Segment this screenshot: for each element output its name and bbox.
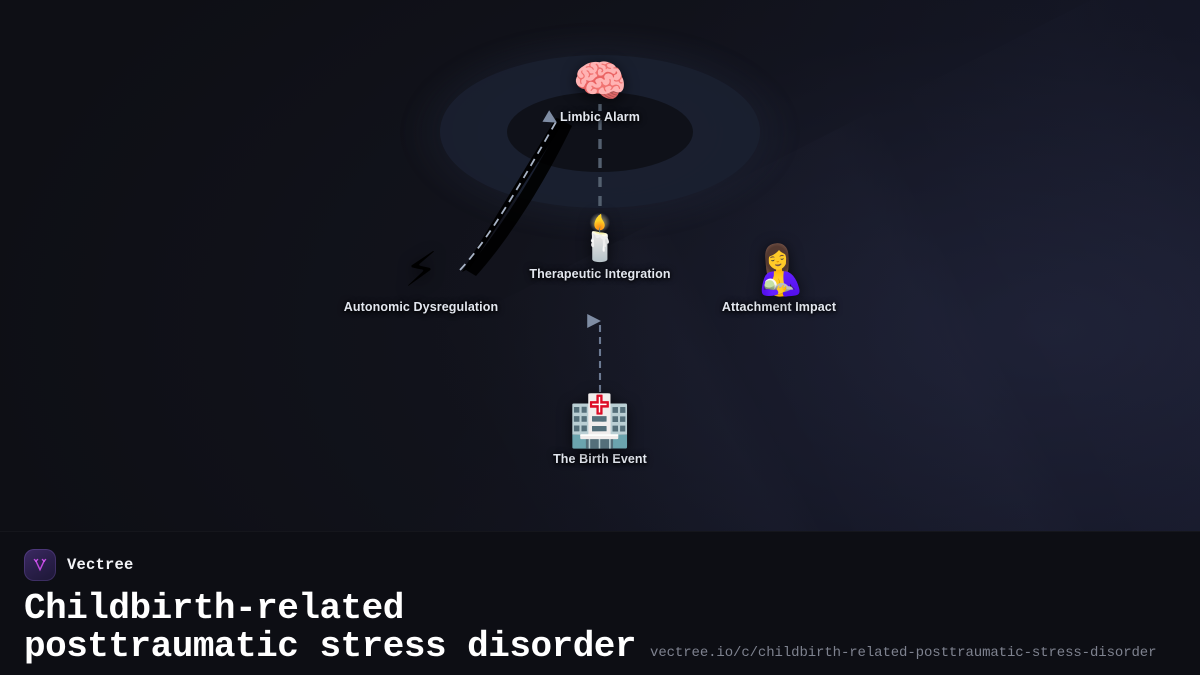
node-label: Limbic Alarm xyxy=(560,110,640,124)
brand-name: Vectree xyxy=(67,556,134,574)
page-url: vectree.io/c/childbirth-related-posttrau… xyxy=(650,644,1157,661)
graph-canvas[interactable]: 🧠 Limbic Alarm 🕯️ Therapeutic Integratio… xyxy=(0,0,1200,531)
title-row: Childbirth-related posttraumatic stress … xyxy=(24,590,1180,666)
footer-bar: Vectree Childbirth-related posttraumatic… xyxy=(0,531,1200,675)
node-label: Autonomic Dysregulation xyxy=(343,300,499,314)
edge-shadow-wedge-2 xyxy=(466,120,572,276)
graph-node-autonomic-dysregulation[interactable]: ⚡ Autonomic Dysregulation xyxy=(291,246,551,314)
breast-feeding-icon: 🤱 xyxy=(749,242,809,298)
edge-autonomic-to-limbic xyxy=(459,110,558,271)
node-label: The Birth Event xyxy=(553,452,647,466)
brand[interactable]: Vectree xyxy=(24,549,134,581)
graph-node-limbic-alarm[interactable]: 🧠 Limbic Alarm xyxy=(470,56,730,125)
graph-node-attachment-impact[interactable]: 🤱 Attachment Impact xyxy=(649,246,909,314)
graph-node-therapeutic-integration[interactable]: 🕯️ Therapeutic Integration xyxy=(470,213,730,282)
node-label: Therapeutic Integration xyxy=(529,267,671,281)
node-label: Attachment Impact xyxy=(721,300,837,314)
brain-icon: 🧠 xyxy=(572,56,628,107)
hospital-icon: 🏥 xyxy=(568,392,632,450)
vectree-sprout-logo-icon xyxy=(24,549,56,581)
high-voltage-icon: ⚡ xyxy=(404,242,438,298)
graph-node-the-birth-event[interactable]: 🏥 The Birth Event xyxy=(470,396,730,466)
page-title: Childbirth-related posttraumatic stress … xyxy=(24,588,637,667)
candle-icon: 🕯️ xyxy=(572,213,628,264)
edge-layer xyxy=(459,104,602,392)
